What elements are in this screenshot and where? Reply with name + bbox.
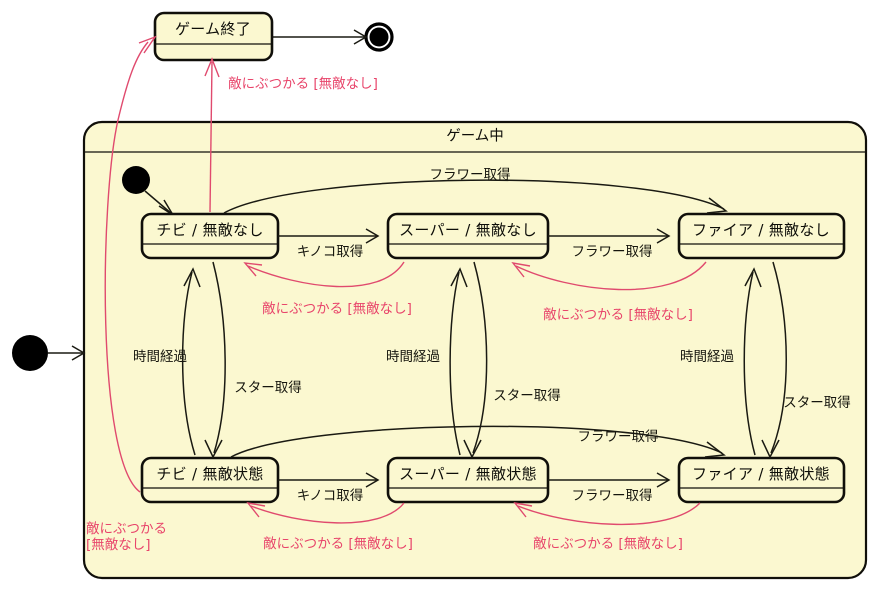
state-label-super-normal: スーパー / 無敵なし [399, 221, 537, 240]
edge-label-star-mid: スター取得 [493, 388, 561, 405]
edge-label-flower-top: フラワー取得 [429, 167, 511, 184]
transition-chibi-to-fire-flower[interactable] [223, 179, 728, 214]
arrowhead-chibiinv-to-fireinv-flower [704, 441, 726, 458]
edge-chibiinv-to-fireinv-flower [230, 425, 723, 458]
transition-fireinv-to-superinv-enemy[interactable] [513, 501, 701, 526]
arrowhead-initial-outer [71, 345, 86, 361]
state-label-chibi-normal: チビ / 無敵なし [156, 221, 264, 240]
edge-super-to-chibi-enemy [247, 261, 405, 288]
composite-state-game-in-progress[interactable] [82, 120, 868, 580]
edge-fireinv-to-fire-time [743, 271, 756, 456]
transition-to-gameover-enemy[interactable] [204, 57, 220, 213]
edge-label-enemy-superinv-to-chibiinv: 敵にぶつかる [無敵なし] [263, 536, 413, 553]
arrowhead-fire-to-fireinv-star [761, 439, 780, 459]
transition-fire-to-super-enemy[interactable] [511, 261, 707, 291]
initial-pseudostate-outer-dot [12, 335, 48, 371]
edge-label-mushroom-top: キノコ取得 [296, 244, 364, 261]
transition-super-to-chibi-enemy[interactable] [243, 261, 405, 288]
edge-label-time-mid: 時間経過 [386, 349, 440, 366]
edge-super-to-superinv-star [472, 261, 488, 454]
state-game-over[interactable] [153, 11, 274, 62]
state-label-fire-invincible: ファイア / 無敵状態 [692, 465, 830, 484]
transition-fire-to-fireinv-star[interactable] [761, 261, 787, 459]
edge-fire-to-fireinv-star [770, 261, 787, 454]
transition-chibiinv-to-gameover-enemy[interactable] [104, 35, 157, 493]
state-fire-invincible[interactable] [677, 456, 846, 504]
transition-superinv-to-super-time[interactable] [449, 267, 468, 456]
edge-label-star-left: スター取得 [234, 380, 302, 397]
edge-fire-to-super-enemy [515, 261, 707, 291]
transition-fireinv-to-fire-time[interactable] [743, 267, 762, 456]
edge-superinv-to-super-time [449, 271, 461, 456]
state-label-fire-normal: ファイア / 無敵なし [692, 221, 830, 240]
transition-chibi-to-super-mushroom[interactable] [278, 228, 380, 244]
arrowhead-chibi-to-fire-flower [706, 197, 728, 214]
state-label-game-over: ゲーム終了 [174, 20, 252, 39]
state-label-chibi-invincible: チビ / 無敵状態 [156, 465, 264, 484]
edge-label-flower-mid-top: フラワー取得 [571, 244, 653, 261]
arrowhead-super-to-fire [656, 228, 671, 244]
edge-label-enemy-fire-to-super: 敵にぶつかる [無敵なし] [543, 307, 693, 324]
edge-label-flower-bottom-curve: フラワー取得 [577, 429, 659, 446]
final-pseudostate-dot [369, 27, 389, 47]
edge-to-gameover-enemy [209, 61, 213, 213]
edge-label-time-right: 時間経過 [680, 349, 734, 366]
arrowhead-fireinv-to-superinv-enemy [513, 501, 533, 518]
transition-chibiinv-to-chibi-time[interactable] [181, 267, 201, 456]
arrowhead-gameover-to-final [353, 29, 368, 45]
transition-superinv-to-fireinv-flower[interactable] [548, 472, 671, 488]
arrowhead-chibi-to-chibiinv-star [204, 439, 223, 459]
edge-label-enemy-chibiinv-to-gameover: 敵にぶつかる [無敵なし] [86, 521, 167, 553]
edge-superinv-to-chibiinv-enemy [250, 502, 405, 524]
edge-chibiinv-to-chibi-time [181, 271, 196, 456]
edge-label-star-right: スター取得 [783, 395, 851, 412]
arrowhead-chibiinv-to-superinv [365, 472, 380, 488]
arrowhead-super-to-chibi-enemy [243, 262, 263, 277]
transition-chibi-to-chibiinv-star[interactable] [204, 261, 226, 459]
edge-label-enemy-fireinv-to-superinv: 敵にぶつかる [無敵なし] [533, 536, 683, 553]
edge-label-flower-mid-bottom: フラワー取得 [571, 488, 653, 505]
arrowhead-fireinv-to-fire-time [744, 267, 762, 288]
initial-pseudostate-outer[interactable] [12, 335, 86, 371]
transition-chibiinv-to-fireinv-flower[interactable] [230, 425, 726, 458]
edge-label-enemy-super-to-chibi: 敵にぶつかる [無敵なし] [262, 301, 412, 318]
state-fire-invincible-frame [677, 456, 846, 504]
arrowhead-superinv-to-chibiinv-enemy [246, 501, 266, 518]
edge-label-mushroom-bottom: キノコ取得 [296, 488, 364, 505]
edge-chibi-to-chibiinv-star [212, 261, 226, 454]
transition-super-to-superinv-star[interactable] [463, 261, 488, 459]
transition-chibiinv-to-superinv-mushroom[interactable] [278, 472, 380, 488]
state-fire-normal-frame [677, 212, 846, 260]
transition-super-to-fire-flower[interactable] [548, 228, 671, 244]
final-pseudostate[interactable] [272, 22, 394, 52]
composite-state-frame [82, 120, 868, 580]
arrowhead-chibiinv-to-gameover-enemy [138, 35, 157, 54]
edge-initial-inner-to-chibi-normal [144, 190, 173, 215]
edge-chibiinv-to-gameover-enemy [104, 41, 149, 493]
composite-state-title: ゲーム中 [446, 128, 504, 145]
arrowhead-chibi-to-super [365, 228, 380, 244]
initial-pseudostate-inner-dot [122, 166, 150, 194]
edge-chibi-to-fire-flower [223, 179, 725, 214]
arrowhead-fire-to-super-enemy [511, 261, 531, 278]
arrowhead-superinv-to-super-time [450, 267, 468, 288]
edge-label-enemy-to-gameover: 敵にぶつかる [無敵なし] [228, 76, 378, 93]
edge-fireinv-to-superinv-enemy [517, 502, 701, 526]
transition-superinv-to-chibiinv-enemy[interactable] [246, 501, 405, 524]
arrowhead-chibiinv-to-chibi-time [183, 267, 201, 288]
arrowhead-superinv-to-fireinv [656, 472, 671, 488]
edge-label-time-left: 時間経過 [133, 349, 187, 366]
state-label-super-invincible: スーパー / 無敵状態 [399, 465, 537, 484]
state-fire-normal[interactable] [677, 212, 846, 260]
arrowhead-super-to-superinv-star [463, 439, 482, 459]
arrowhead-to-gameover-enemy [204, 57, 220, 78]
